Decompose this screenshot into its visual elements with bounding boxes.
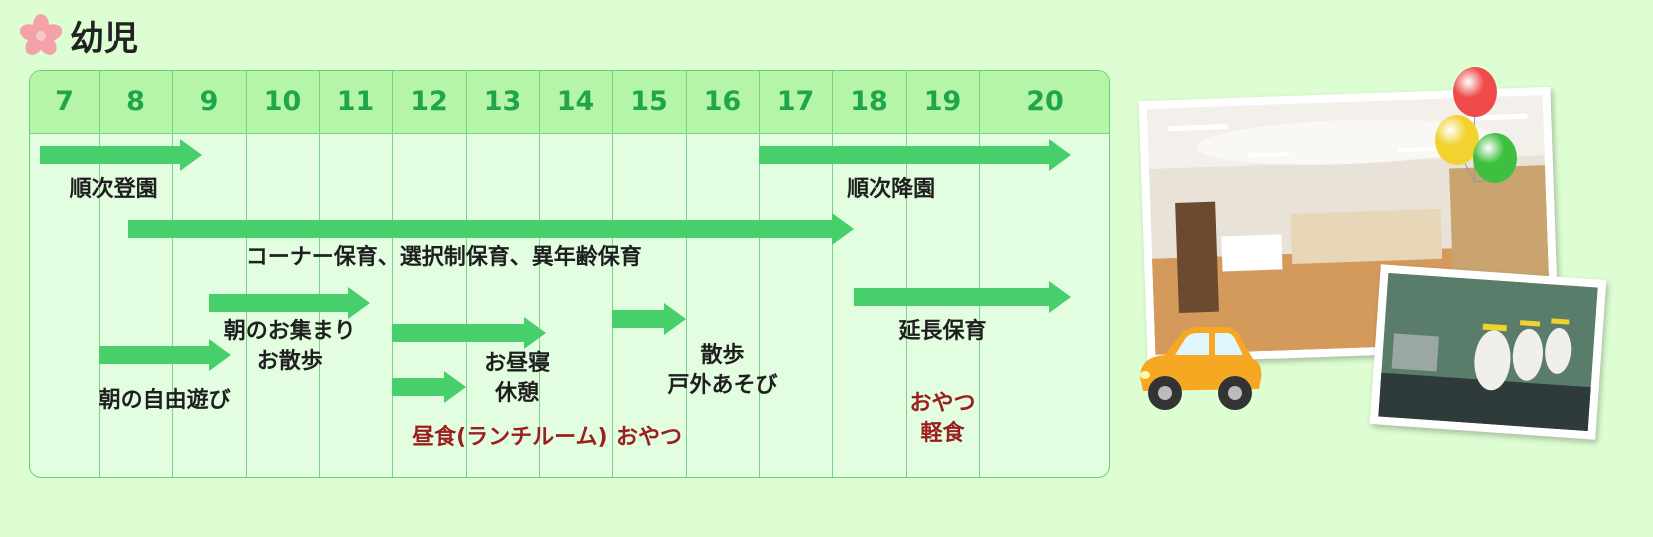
- activity-label: おやつ: [615, 425, 683, 450]
- toilets-illustration: [1378, 272, 1598, 432]
- hour-divider: [686, 71, 687, 477]
- children-toilets-photo: [1369, 264, 1607, 440]
- hour-label: 13: [483, 86, 522, 117]
- daily-schedule: 7 8 9 10 11 12 13 14 15 16 17 18 19 20 順次登園 順次降園コーナー保育…: [29, 70, 1110, 478]
- time-arrow: [612, 303, 686, 335]
- hour-label: 7: [55, 86, 74, 117]
- time-arrow: [209, 287, 371, 319]
- hour-divider: [759, 71, 760, 477]
- yellow-balloon: [1435, 115, 1479, 165]
- hour-divider: [99, 71, 100, 477]
- balloons-icon: [1435, 67, 1525, 197]
- time-arrow: [40, 139, 202, 171]
- activity-label: 延長保育: [898, 319, 987, 344]
- hour-label: 10: [263, 86, 302, 117]
- hour-label: 16: [703, 86, 742, 117]
- activity-label: 朝の自由遊び: [98, 388, 231, 413]
- hour-divider: [612, 71, 613, 477]
- section-title: 幼児: [20, 10, 138, 60]
- time-arrow: [392, 371, 466, 403]
- activity-label: 朝のお集まりお散歩: [223, 319, 356, 374]
- hour-label: 14: [556, 86, 595, 117]
- activity-label: お昼寝休憩: [484, 351, 551, 406]
- green-balloon: [1473, 133, 1517, 183]
- hour-label: 12: [410, 86, 448, 117]
- time-arrow: [128, 213, 855, 245]
- photo-collage: [1135, 67, 1645, 472]
- hour-label: 19: [923, 86, 962, 117]
- time-arrow: [392, 317, 547, 349]
- hour-label: 15: [630, 86, 668, 117]
- activity-label: コーナー保育、選択制保育、異年齢保育: [245, 245, 642, 270]
- hour-divider: [466, 71, 467, 477]
- red-balloon: [1453, 67, 1497, 117]
- activity-label: 順次降園: [847, 177, 936, 202]
- hour-divider: [246, 71, 247, 477]
- activity-label: 順次登園: [69, 177, 158, 202]
- hour-divider: [172, 71, 173, 477]
- activity-label: おやつ軽食: [909, 391, 976, 446]
- header-divider: [30, 133, 1109, 134]
- hour-divider: [319, 71, 320, 477]
- hour-label: 17: [776, 86, 815, 117]
- time-arrow: [759, 139, 1072, 171]
- hour-label: 9: [199, 86, 219, 117]
- hour-label: 20: [1026, 86, 1064, 117]
- hour-divider: [979, 71, 980, 477]
- sakura-flower-icon: [20, 14, 62, 55]
- activity-label: 散歩戸外あそび: [667, 343, 778, 398]
- hour-header: 7 8 9 10 11 12 13 14 15 16 17 18 19 20: [30, 71, 1109, 133]
- hour-divider: [906, 71, 907, 477]
- hour-label: 11: [336, 86, 375, 117]
- activity-label: 昼食(ランチルーム): [412, 425, 608, 450]
- hour-divider: [392, 71, 393, 477]
- hour-label: 8: [126, 86, 145, 117]
- hour-divider: [539, 71, 540, 477]
- hour-divider: [832, 71, 833, 477]
- time-arrow: [99, 339, 232, 371]
- car-icon: [1140, 327, 1262, 410]
- page-title: 幼児: [70, 18, 138, 59]
- hour-label: 18: [850, 86, 888, 117]
- time-arrow: [854, 281, 1072, 313]
